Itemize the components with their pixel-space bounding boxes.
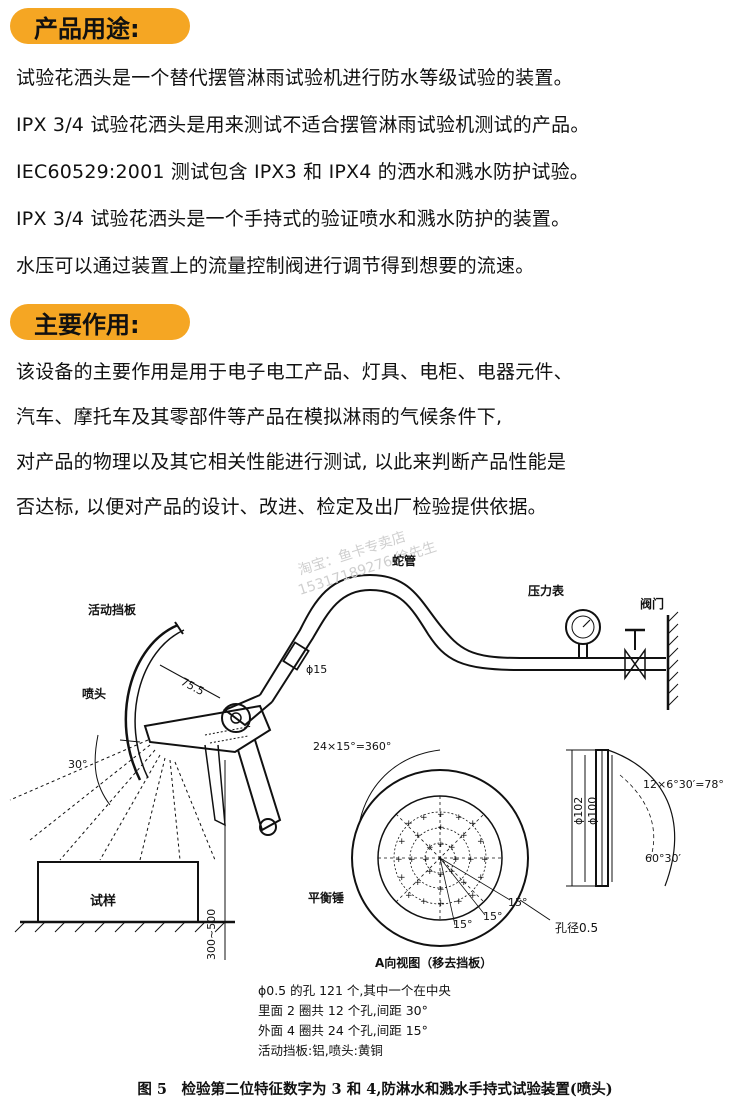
svg-text:+: + [395, 855, 403, 865]
svg-text:+: + [437, 885, 445, 895]
usage-line-5: 水压可以通过装置上的流量控制阀进行调节得到想要的流速。 [16, 255, 535, 277]
label-15-1: 15° [453, 918, 473, 931]
usage-line-1: 试验花洒头是一个替代摆管淋雨试验机进行防水等级试验的装置。 [16, 67, 573, 89]
svg-text:+: + [422, 855, 430, 865]
svg-text:+: + [408, 855, 416, 865]
note-2: 里面 2 圈共 12 个孔,间距 30° [258, 1003, 428, 1018]
usage-line-2: IPX 3/4 试验花洒头是用来测试不适合摆管淋雨试验机测试的产品。 [16, 114, 590, 136]
svg-text:+: + [448, 843, 456, 853]
nozzle-holes: + ++++ ++++ ++++ ++++ ++++ ++++ ++++ +++… [395, 810, 489, 909]
svg-text:+: + [467, 855, 475, 865]
note-3: 外面 4 圈共 24 个孔,间距 15° [258, 1023, 428, 1038]
section-heading-function: 主要作用: [10, 304, 190, 340]
note-4: 活动挡板:铝,喷头:黄铜 [258, 1043, 383, 1058]
svg-text:+: + [437, 870, 445, 880]
label-holes-total: 24×15°=360° [313, 740, 391, 753]
note-1: ϕ0.5 的孔 121 个,其中一个在中央 [258, 983, 451, 998]
svg-text:+: + [469, 891, 477, 901]
svg-text:+: + [437, 840, 445, 850]
label-counterweight: 平衡锤 [308, 890, 344, 905]
svg-text:+: + [437, 899, 445, 909]
section-heading-usage-text: 产品用途: [34, 14, 140, 43]
svg-text:+: + [460, 878, 468, 888]
function-line-2: 汽车、摩托车及其零部件等产品在模拟淋雨的气候条件下, [16, 406, 503, 428]
svg-text:+: + [437, 823, 445, 833]
function-line-4: 否达标, 以便对产品的设计、改进、检定及出厂检验提供依据。 [16, 496, 547, 518]
label-hole-dia: 孔径0.5 [555, 921, 598, 935]
hose [259, 573, 521, 696]
handle [223, 694, 273, 727]
svg-text:+: + [426, 843, 434, 853]
figure-nozzle-diagram: + ++++ ++++ ++++ ++++ ++++ ++++ ++++ +++… [0, 528, 750, 1113]
svg-text:+: + [460, 831, 468, 841]
usage-line-4: IPX 3/4 试验花洒头是一个手持式的验证喷水和溅水防护的装置。 [16, 208, 571, 230]
label-sample: 试样 [90, 893, 116, 909]
label-phi100: ϕ100 [586, 797, 599, 825]
section-heading-function-text: 主要作用: [34, 310, 140, 339]
svg-text:+: + [405, 891, 413, 901]
function-line-3: 对产品的物理以及其它相关性能进行测试, 以此来判断产品性能是 [16, 451, 567, 473]
figure-caption: 图 5 检验第二位特征数字为 3 和 4,防淋水和溅水手持式试验装置(喷头) [137, 1081, 613, 1098]
label-angle-60-30: 60°30′ [645, 852, 681, 865]
svg-text:+: + [448, 867, 456, 877]
svg-text:+: + [398, 837, 406, 847]
svg-text:+: + [477, 837, 485, 847]
label-gauge: 压力表 [528, 583, 565, 598]
label-angle30: 30° [68, 758, 88, 771]
svg-text:+: + [420, 897, 428, 907]
valve-icon [624, 647, 646, 681]
nozzle-head [221, 703, 251, 733]
label-15-2: 15° [483, 910, 503, 923]
svg-text:+: + [405, 819, 413, 829]
svg-text:+: + [414, 878, 422, 888]
label-dist: 300~500 [205, 909, 218, 960]
view-a-outer-circle [351, 769, 529, 947]
svg-text:+: + [420, 813, 428, 823]
svg-text:+: + [469, 819, 477, 829]
label-nozzle: 喷头 [82, 686, 106, 701]
svg-text:+: + [452, 855, 460, 865]
label-dim-75: 75.5 [179, 675, 207, 698]
svg-text:+: + [437, 855, 445, 865]
label-shield: 活动挡板 [88, 602, 137, 617]
label-angle-6-30: 12×6°30′=78° [643, 778, 724, 791]
counterweight-arm [237, 739, 282, 832]
shield [124, 623, 179, 781]
svg-text:+: + [437, 810, 445, 820]
label-15-3: 15° [508, 896, 528, 909]
svg-text:+: + [398, 873, 406, 883]
svg-text:+: + [455, 813, 463, 823]
counterweight [259, 818, 277, 836]
function-line-1: 该设备的主要作用是用于电子电工产品、灯具、电柜、电器元件、 [16, 361, 573, 383]
svg-text:+: + [455, 897, 463, 907]
svg-text:+: + [414, 831, 422, 841]
usage-line-3: IEC60529:2001 测试包含 IPX3 和 IPX4 的洒水和溅水防护试… [16, 161, 590, 183]
svg-text:+: + [426, 867, 434, 877]
label-hose: 蛇管 [392, 553, 416, 568]
svg-text:+: + [481, 855, 489, 865]
label-phi15: ϕ15 [306, 663, 327, 676]
svg-text:+: + [477, 873, 485, 883]
label-view-a: A向视图（移去挡板） [375, 955, 492, 970]
technical-drawing: + ++++ ++++ ++++ ++++ ++++ ++++ ++++ +++… [9, 528, 724, 1058]
label-valve: 阀门 [640, 596, 664, 611]
test-sample [37, 861, 199, 923]
spray-pattern [9, 739, 216, 861]
label-phi102: ϕ102 [572, 797, 585, 825]
section-heading-usage: 产品用途: [10, 8, 190, 44]
pressure-gauge-icon [565, 609, 601, 645]
